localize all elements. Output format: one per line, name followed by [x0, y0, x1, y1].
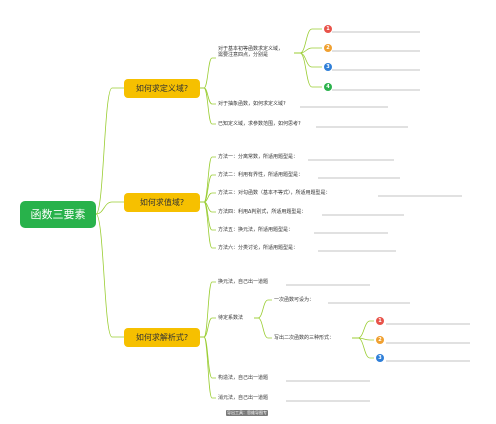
expression-undetermined-coefficients[interactable]: 待定系数法 [218, 315, 244, 321]
badge-1: 1 [324, 25, 332, 33]
branch-range[interactable]: 如何求值域? [124, 193, 200, 212]
domain-basic-functions[interactable]: 对于基本初等函数求定义域， 需要注意四点，分别是 [218, 46, 283, 58]
watermark: 导出工具：思维导图专家 [226, 410, 268, 421]
expression-substitution[interactable]: 换元法，自己出一道题 [218, 279, 269, 285]
domain-basic-line1: 对于基本初等函数求定义域， [218, 46, 284, 52]
range-method-3[interactable]: 方法三：对勾函数（基本不等式），所适用题型是： [218, 190, 331, 196]
range-method-1[interactable]: 方法一：分离常数，所适用题型是： [218, 154, 299, 160]
expression-quadratic-forms[interactable]: 写出二次函数的三种形式： [274, 335, 335, 341]
expression-elimination[interactable]: 消元法，自己出一道题 [218, 395, 269, 401]
domain-parameter-range[interactable]: 已知定义域，求参数范围，如何思考? [218, 121, 301, 127]
badge-2: 2 [324, 44, 332, 52]
branch-expression[interactable]: 如何求解析式? [124, 328, 200, 347]
range-method-4[interactable]: 方法四：利用Δ判别式，所适用题型是： [218, 209, 307, 215]
badge-4: 4 [324, 83, 332, 91]
range-method-2[interactable]: 方法二：利用有界性，所适用题型是： [218, 172, 304, 178]
expression-linear-form[interactable]: 一次函数可设为： [274, 297, 315, 303]
range-method-6[interactable]: 方法六：分类讨论，所适用题型是： [218, 245, 299, 251]
expression-construction[interactable]: 构造法，自己出一道题 [218, 375, 269, 381]
root-node[interactable]: 函数三要素 [20, 201, 96, 228]
quad-badge-2: 2 [376, 336, 384, 344]
quad-badge-3: 3 [376, 354, 384, 362]
quad-badge-1: 1 [376, 317, 384, 325]
badge-3: 3 [324, 63, 332, 71]
domain-abstract-functions[interactable]: 对于抽象函数，如何求定义域? [218, 101, 286, 107]
branch-domain[interactable]: 如何求定义域? [124, 79, 200, 98]
domain-basic-line2: 需要注意四点，分别是 [218, 52, 269, 58]
range-method-5[interactable]: 方法五：换元法，所适用题型是： [218, 227, 294, 233]
